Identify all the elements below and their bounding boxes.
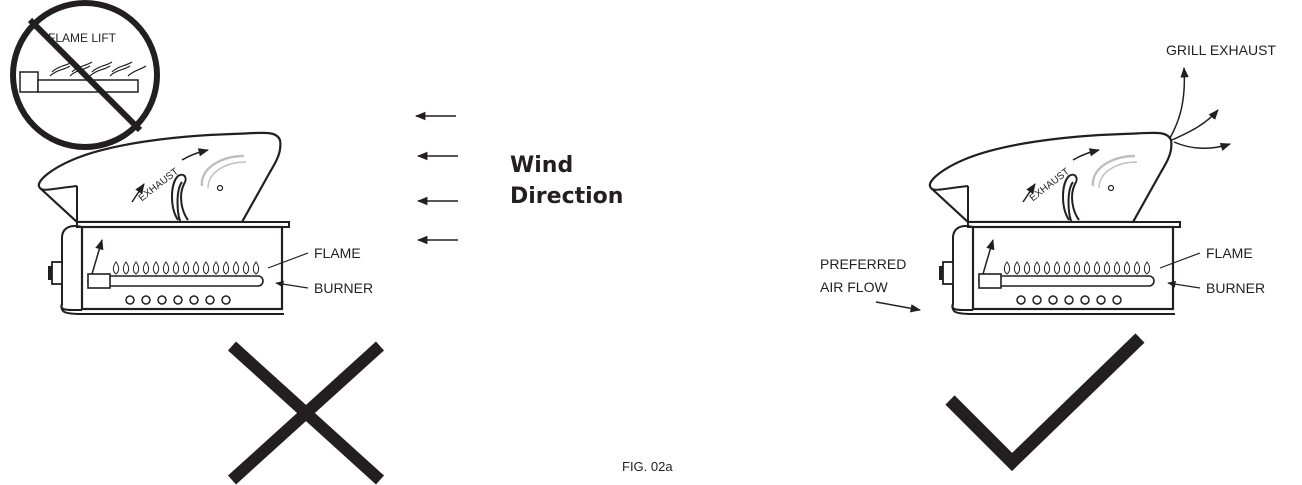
check-mark-icon xyxy=(945,333,1145,472)
exhaust-arrows xyxy=(1169,66,1231,151)
grill-right xyxy=(930,133,1180,314)
wind-label-line1: Wind xyxy=(510,153,573,178)
burner-arrow-right xyxy=(1167,280,1201,289)
wind-arrows xyxy=(414,111,458,245)
flame-label-left: FLAME xyxy=(314,245,361,261)
x-mark-icon xyxy=(227,341,385,485)
figure-label: FIG. 02a xyxy=(622,459,673,474)
air-flow-arrow xyxy=(875,301,922,313)
burner-label-right: BURNER xyxy=(1206,280,1265,296)
preferred-label-line2: AIR FLOW xyxy=(820,279,888,295)
flame-leader-left xyxy=(267,252,309,269)
burner-arrow-left xyxy=(275,280,309,289)
flame-lift-label: FLAME LIFT xyxy=(48,31,117,45)
wind-label-line2: Direction xyxy=(510,184,623,209)
flame-label-right: FLAME xyxy=(1206,245,1253,261)
flame-leader-right xyxy=(1159,252,1201,269)
grill-exhaust-label: GRILL EXHAUST xyxy=(1166,42,1276,58)
burner-label-left: BURNER xyxy=(314,280,373,296)
grill-left xyxy=(39,133,289,314)
preferred-label-line1: PREFERRED xyxy=(820,256,906,272)
flame-lift-inset: FLAME LIFT xyxy=(10,0,160,150)
